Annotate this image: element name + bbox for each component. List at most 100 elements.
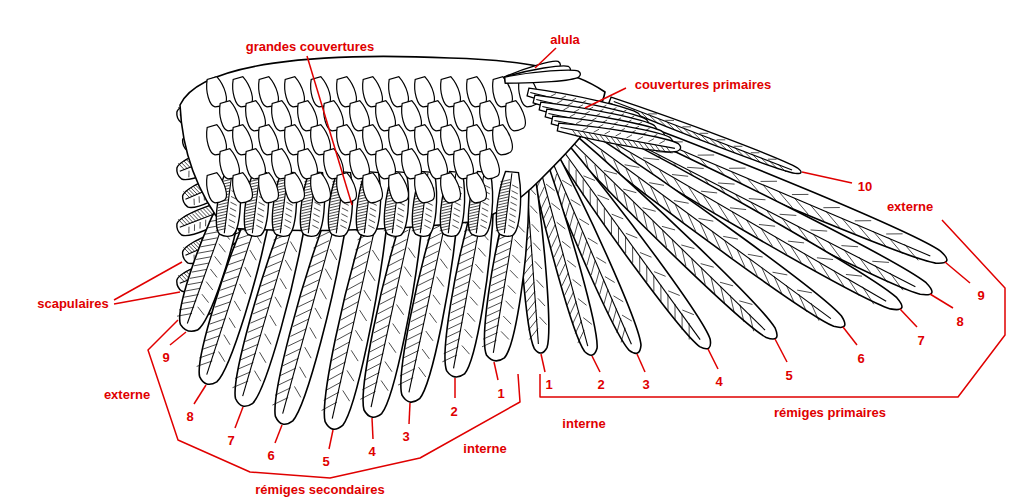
feather-outline	[506, 101, 526, 131]
feather-outline	[467, 173, 487, 203]
feather-outline	[389, 173, 409, 203]
lesser-covert	[259, 173, 279, 203]
leader-line	[409, 403, 410, 424]
callout-number: 8	[184, 409, 195, 424]
callout-number: 2	[595, 377, 606, 392]
lesser-covert	[363, 173, 383, 203]
leader-line	[592, 356, 600, 372]
feather-outline	[285, 173, 305, 203]
leader-line	[535, 48, 556, 68]
side-label: externe	[102, 387, 152, 402]
leader-line	[843, 327, 857, 345]
leader-line	[494, 362, 498, 380]
lesser-covert	[285, 173, 305, 203]
group-bracket	[540, 220, 1005, 397]
primary-covert	[557, 123, 680, 153]
greater-covert	[384, 171, 409, 236]
lesser-covert	[389, 173, 409, 203]
feather-outline	[505, 70, 581, 83]
feather-outline	[493, 125, 513, 155]
callout-number: 5	[783, 368, 794, 383]
callout-number: 4	[713, 374, 724, 389]
feather-barbs	[496, 180, 519, 231]
callout-number: 8	[954, 314, 965, 329]
lesser-covert	[207, 173, 227, 203]
lesser-covert	[441, 173, 461, 203]
leader-line	[930, 294, 953, 308]
feather-outline	[207, 173, 227, 203]
feather-outline	[363, 173, 383, 203]
feather-outline	[412, 171, 436, 236]
lesser-covert	[467, 173, 487, 203]
leader-line	[329, 430, 333, 449]
callout-number: 6	[855, 351, 866, 366]
greater-covert	[412, 171, 437, 236]
leader-line	[775, 339, 787, 362]
feather-barbs	[573, 127, 671, 153]
feather-outline	[311, 173, 331, 203]
greater-covert	[496, 171, 521, 236]
leader-line	[945, 262, 970, 283]
leader-line	[194, 385, 206, 404]
leader-line	[802, 172, 852, 183]
group-bracket	[148, 320, 520, 478]
callout-number: 7	[915, 333, 926, 348]
leader-line	[541, 354, 545, 372]
greater-covert	[440, 171, 465, 236]
part-label: rémiges secondaires	[253, 482, 386, 497]
feather-outline	[415, 173, 435, 203]
feather-outline	[440, 171, 464, 236]
feather-outline	[441, 173, 461, 203]
lesser-covert	[311, 173, 331, 203]
part-label: scapulaires	[35, 296, 111, 311]
callout-number: 4	[366, 444, 377, 459]
part-label: rémiges primaires	[772, 405, 888, 420]
feather-outline	[496, 171, 520, 236]
leader-line	[585, 88, 626, 108]
feather-outline	[233, 173, 253, 203]
callout-number: 9	[160, 350, 171, 365]
callout-number: 7	[225, 433, 236, 448]
callout-number: 9	[975, 288, 986, 303]
leader-line	[170, 332, 186, 345]
callout-number: 2	[448, 404, 459, 419]
lesser-covert	[415, 173, 435, 203]
lesser-covert	[233, 173, 253, 203]
part-label: grandes couvertures	[244, 39, 377, 54]
alula-feather	[505, 70, 581, 83]
feather-barbs	[442, 216, 488, 361]
part-label: alula	[548, 32, 582, 47]
lesser-covert	[480, 149, 500, 179]
leader-line	[637, 354, 645, 372]
wing	[177, 56, 947, 429]
leader-line	[114, 292, 180, 304]
lesser-covert	[506, 101, 526, 131]
part-label: couvertures primaires	[633, 77, 774, 92]
callout-number: 1	[543, 377, 554, 392]
feather-outline	[384, 171, 408, 236]
leader-line	[454, 378, 456, 398]
side-label: interne	[560, 416, 607, 431]
callout-number: 6	[265, 448, 276, 463]
callout-number: 10	[856, 179, 874, 194]
side-label: externe	[885, 199, 935, 214]
leader-line	[900, 309, 917, 327]
leader-line	[307, 56, 352, 205]
feather-barbs	[398, 224, 451, 385]
leader-line	[708, 349, 718, 369]
leader-line	[372, 418, 373, 439]
feather-outline	[259, 173, 279, 203]
leader-lines	[114, 48, 1005, 478]
side-label: interne	[461, 441, 508, 456]
callout-number: 3	[400, 429, 411, 444]
callout-number: 5	[320, 454, 331, 469]
callout-number: 1	[495, 386, 506, 401]
lesser-covert	[493, 125, 513, 155]
callout-number: 3	[640, 377, 651, 392]
leader-line	[114, 262, 182, 300]
leader-line	[235, 407, 243, 428]
feather-outline	[480, 149, 500, 179]
